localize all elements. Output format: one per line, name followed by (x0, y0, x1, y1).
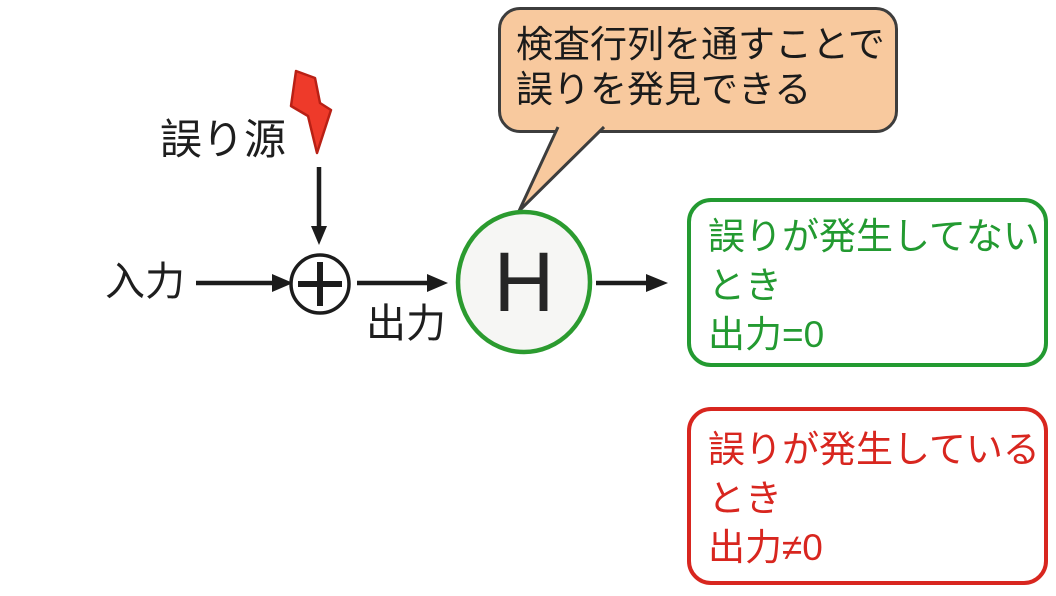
adder-circle (289, 253, 351, 315)
arrow-input-to-adder (196, 274, 293, 292)
error-source-label: 誤り源 (160, 116, 287, 163)
check-matrix-label: H (493, 234, 555, 329)
error-outcome-box: 誤りが発生している とき 出力≠0 (687, 407, 1048, 585)
arrow-adder-to-h (357, 274, 448, 292)
no-error-line1: 誤りが発生してない (708, 216, 1040, 257)
no-error-line3: 出力=0 (708, 314, 825, 355)
plus-in-circle-icon (298, 262, 342, 306)
error-line3: 出力≠0 (708, 527, 823, 568)
callout-text-line1: 検査行列を通すことで (516, 24, 885, 65)
input-label: 入力 (105, 260, 185, 304)
callout-text-line2: 誤りを発見できる (516, 69, 812, 110)
arrow-error-to-adder (311, 167, 327, 245)
arrow-h-to-result (596, 274, 668, 292)
error-line1: 誤りが発生している (708, 429, 1040, 470)
error-line2: とき (708, 478, 782, 519)
no-error-outcome-box: 誤りが発生してない とき 出力=0 (687, 198, 1048, 367)
adder-node (289, 253, 351, 315)
no-error-line2: とき (708, 265, 782, 306)
callout-bubble: 検査行列を通すことで 誤りを発見できる (498, 7, 898, 133)
callout-tail (517, 125, 606, 213)
output-label: 出力 (366, 302, 446, 346)
lightning-bolt-icon (289, 69, 333, 155)
